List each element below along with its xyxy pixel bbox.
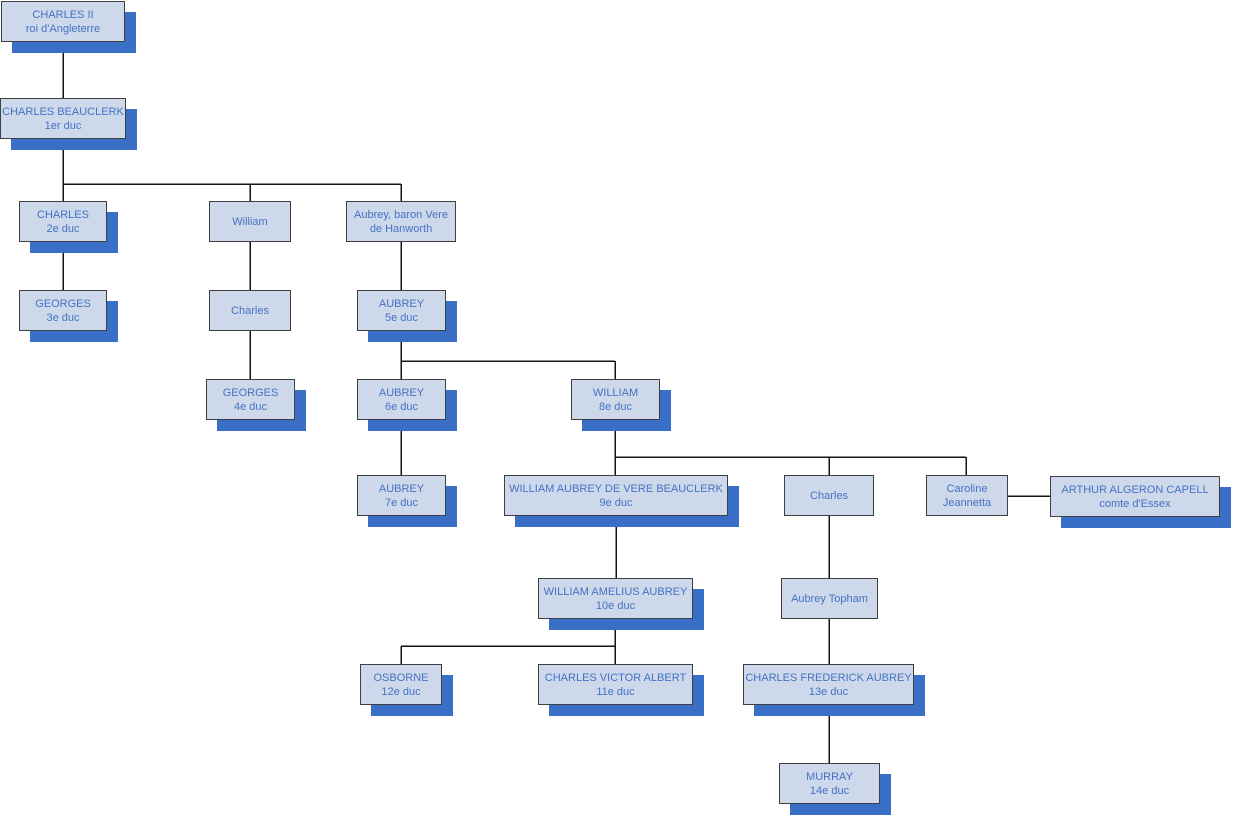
person-title: 3e duc [46,311,80,324]
person-node-william[interactable]: William [209,201,291,242]
person-title: 10e duc [595,599,636,612]
person-name: GEORGES [222,386,279,399]
person-name: CHARLES II [32,8,94,21]
person-title: 2e duc [46,222,80,235]
person-name: AUBREY [378,386,425,399]
person-name: AUBREY [378,482,425,495]
person-name: ARTHUR ALGERON CAPELL [1061,483,1209,496]
person-name: CHARLES VICTOR ALBERT [544,671,687,684]
person-name: CHARLES [37,208,89,221]
person-name: WILLIAM AUBREY DE VERE BEAUCLERK [509,482,723,495]
person-name: Charles [231,304,269,317]
person-name: WILLIAM AMELIUS AUBREY [543,585,688,598]
person-title: 14e duc [809,784,850,797]
person-title: Jeannetta [942,496,992,509]
person-name: GEORGES [35,297,91,310]
person-name: Charles [810,489,848,502]
person-title: 12e duc [381,685,421,698]
person-name: William [232,215,268,228]
person-node-charles[interactable]: Charles [209,290,291,331]
person-node-charles-b[interactable]: Charles [784,475,874,516]
person-title: 7e duc [384,496,419,509]
person-title: comte d'Essex [1099,497,1171,510]
person-name: Aubrey, baron Vere [354,208,448,221]
person-title: 1er duc [44,119,82,132]
person-name: AUBREY [378,297,425,310]
person-node-aubrey-topham[interactable]: Aubrey Topham [781,578,878,619]
person-name: MURRAY [806,770,853,783]
person-name: CHARLES FREDERICK AUBREY [745,671,912,684]
person-title: 11e duc [596,685,635,698]
person-name: Caroline [946,482,988,495]
person-name: CHARLES BEAUCLERK [2,105,124,118]
person-title: 13e duc [808,685,849,698]
person-title: 6e duc [384,400,419,413]
person-name: Aubrey Topham [791,592,868,605]
person-title: 5e duc [384,311,419,324]
person-title: 8e duc [598,400,633,413]
person-title: de Hanworth [369,222,433,235]
person-title: 4e duc [233,400,268,413]
person-title: 9e duc [599,496,633,509]
person-name: OSBORNE [373,671,429,684]
person-title: roi d'Angleterre [25,22,101,35]
person-name: WILLIAM [592,386,639,399]
